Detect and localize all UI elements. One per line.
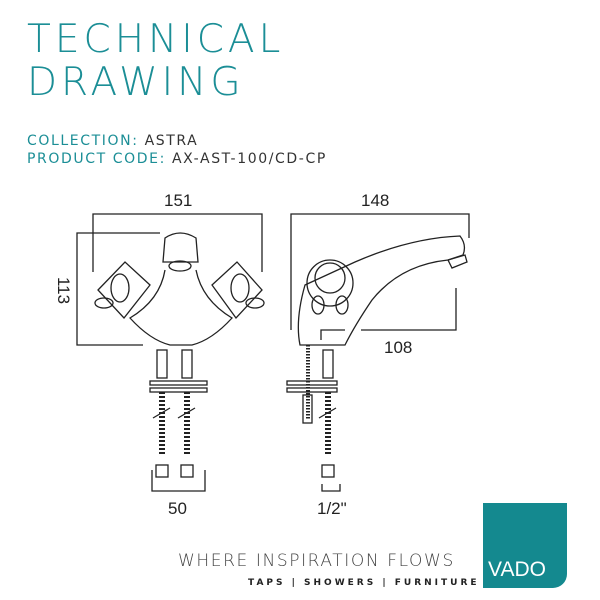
- collection-label: COLLECTION:: [27, 133, 139, 149]
- dimension-side-width: 148: [361, 191, 390, 210]
- dimension-connection: 1/2": [317, 499, 347, 518]
- page-title-line2: DRAWING: [27, 60, 245, 105]
- vado-logo: VADO: [483, 503, 567, 588]
- front-view-tap: [94, 232, 265, 478]
- logo-text: VADO: [488, 558, 546, 581]
- tagline: WHERE INSPIRATION FLOWS: [178, 551, 455, 571]
- collection-line: COLLECTION: ASTRA: [27, 134, 198, 148]
- categories: TAPS | SHOWERS | FURNITURE: [248, 578, 480, 588]
- collection-value: ASTRA: [144, 133, 199, 149]
- product-code-label: PRODUCT CODE:: [27, 151, 166, 167]
- product-code-value: AX-AST-100/CD-CP: [172, 151, 327, 167]
- side-dimension-lines: [290, 213, 470, 492]
- dimension-front-height: 113: [54, 276, 74, 305]
- side-view-tap: [286, 235, 468, 478]
- product-code-line: PRODUCT CODE: AX-AST-100/CD-CP: [27, 152, 327, 166]
- dimension-front-width: 151: [164, 191, 193, 210]
- page-title-line1: TECHNICAL: [27, 17, 285, 62]
- front-dimension-lines: [76, 213, 263, 492]
- dimension-spout-reach: 108: [384, 338, 413, 357]
- dimension-pipe-spacing: 50: [168, 499, 187, 518]
